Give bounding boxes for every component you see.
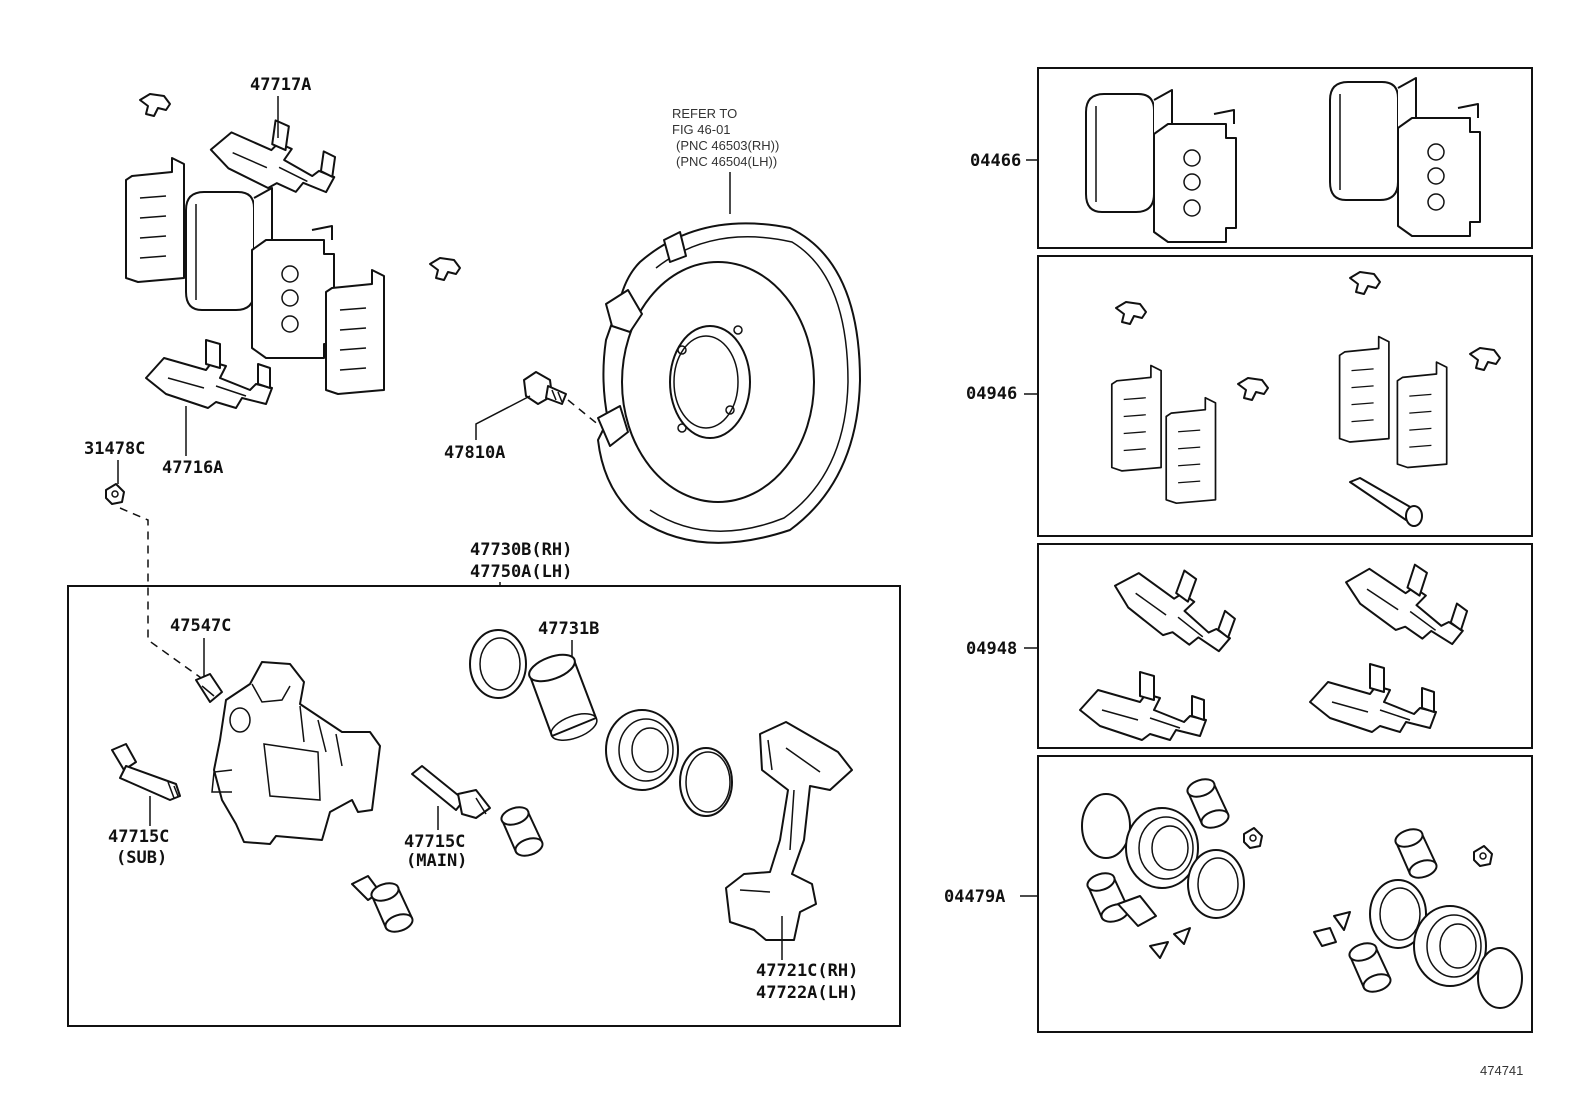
kit-box-04948 xyxy=(1037,543,1533,749)
label-sub: (SUB) xyxy=(116,848,167,868)
bleeder-cap xyxy=(105,483,125,505)
label-31478C: 31478C xyxy=(84,439,145,459)
shim-outer-right xyxy=(325,269,385,395)
clip-top-left xyxy=(139,93,171,117)
label-47715C-main: 47715C xyxy=(404,832,465,852)
pad-support-plate-lower xyxy=(145,339,273,409)
label-04948: 04948 xyxy=(966,639,1017,659)
label-47721C: 47721C(RH) xyxy=(756,961,858,981)
label-47722A: 47722A(LH) xyxy=(756,983,858,1003)
piston-seal-ring xyxy=(679,747,733,817)
caliper-body xyxy=(211,661,381,845)
piston-boot-ring xyxy=(469,629,527,699)
slide-bushing-2 xyxy=(351,875,416,936)
label-04946: 04946 xyxy=(966,384,1017,404)
caliper-assembly-box xyxy=(67,585,901,1027)
shim-outer-left xyxy=(125,157,185,283)
figure-number: 474741 xyxy=(1480,1063,1523,1078)
hub-bolt xyxy=(523,371,567,405)
slide-pin-main xyxy=(411,765,491,819)
slide-bushing-1 xyxy=(498,803,546,860)
piston-boot xyxy=(605,709,679,791)
label-04466: 04466 xyxy=(970,151,1021,171)
slide-pin-sub xyxy=(111,743,181,801)
piston xyxy=(524,648,602,747)
label-47716A: 47716A xyxy=(162,458,223,478)
label-47715C-sub: 47715C xyxy=(108,827,169,847)
refer-line-1: REFER TO xyxy=(672,106,737,121)
label-47731B: 47731B xyxy=(538,619,599,639)
refer-line-4: (PNC 46504(LH)) xyxy=(676,154,777,169)
kit-box-04479A xyxy=(1037,755,1533,1033)
pad-support-plate-upper xyxy=(205,111,342,198)
kit-box-04946 xyxy=(1037,255,1533,537)
refer-line-2: FIG 46-01 xyxy=(672,122,731,137)
refer-line-3: (PNC 46503(RH)) xyxy=(676,138,779,153)
label-47717A: 47717A xyxy=(250,75,311,95)
label-47810A: 47810A xyxy=(444,443,505,463)
kit-box-04466 xyxy=(1037,67,1533,249)
label-04479A: 04479A xyxy=(944,887,1005,907)
label-47547C: 47547C xyxy=(170,616,231,636)
brake-pad-outer xyxy=(251,225,335,359)
label-main: (MAIN) xyxy=(406,851,467,871)
caliper-mounting-bracket xyxy=(725,721,853,941)
clip-middle xyxy=(429,257,461,281)
grease-tube xyxy=(1349,477,1423,527)
label-47750A: 47750A(LH) xyxy=(470,562,572,582)
disc-brake-dust-cover xyxy=(597,222,861,544)
label-47730B: 47730B(RH) xyxy=(470,540,572,560)
bleeder-plug xyxy=(195,673,223,703)
